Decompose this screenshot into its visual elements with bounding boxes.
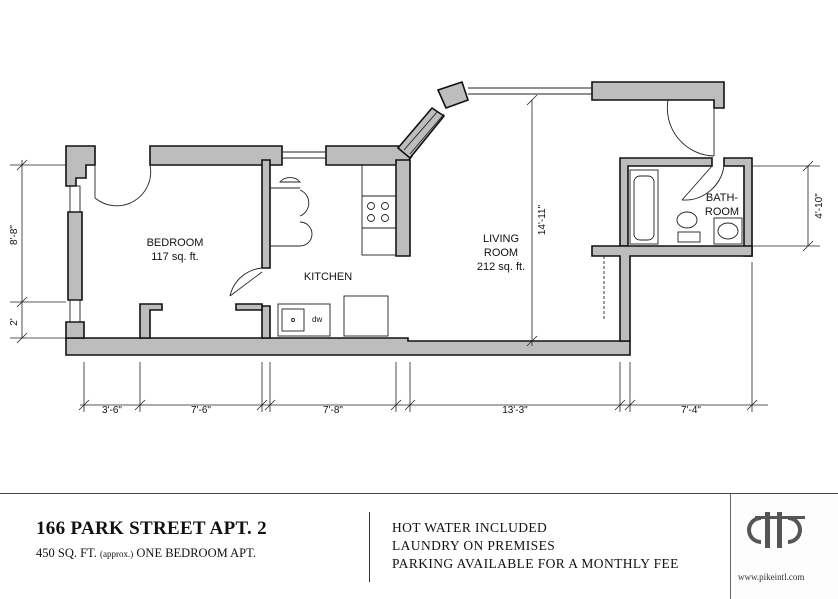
listing-type: ONE BEDROOM APT.	[136, 546, 256, 560]
wall-left-mid	[67, 211, 83, 301]
window-angled-1	[403, 110, 439, 151]
dim-living-slash-2	[526, 335, 538, 347]
sink-drain	[291, 318, 295, 322]
living-area: 212 sq. ft.	[477, 261, 525, 273]
door-entry-swing	[666, 99, 715, 157]
toilet-icon	[676, 211, 698, 229]
wall-bottom	[65, 337, 631, 356]
living-label-1: LIVING	[483, 233, 519, 245]
living-label-2: ROOM	[484, 247, 518, 259]
stool-1	[279, 177, 301, 183]
fridge	[343, 295, 389, 337]
dim-living-depth: 14'-11"	[537, 204, 548, 235]
listing-approx: (approx.)	[100, 549, 134, 559]
wall-partition-low	[261, 305, 271, 339]
wall-left-lower	[65, 321, 85, 339]
wall-bedroom-kitchen	[261, 159, 271, 269]
dim-bath-depth: 4'-10"	[814, 193, 825, 219]
dim-bath-slash-2	[802, 240, 814, 252]
dim-bottom-2: 7'-6"	[191, 405, 211, 416]
dim-slash-1	[78, 399, 90, 411]
dim-slash-5	[390, 399, 402, 411]
dimensions: 8'-8" 2' 14'-11" 4'-10" 3'-6"	[9, 94, 825, 416]
toilet-tank	[677, 231, 701, 243]
dim-bath-slash-1	[802, 160, 814, 172]
bath-fixtures	[629, 169, 743, 245]
doors	[94, 99, 725, 320]
wall-angled	[396, 106, 446, 160]
dim-bedroom-depth: 8'-8"	[9, 225, 20, 245]
bedroom-area: 117 sq. ft.	[151, 251, 199, 263]
bedroom-label: BEDROOM	[147, 237, 204, 249]
dim-bottom-5: 7'-4"	[681, 405, 701, 416]
door-bath-swing	[681, 165, 725, 201]
dim-bottom-4: 13'-3"	[502, 405, 528, 416]
dim-slash-6	[404, 399, 416, 411]
dim-left-slash-2	[16, 296, 28, 308]
room-labels: BEDROOM 117 sq. ft. KITCHEN LIVING ROOM …	[147, 192, 740, 283]
door-bath-leaf	[681, 165, 713, 201]
dim-slash-8	[624, 399, 636, 411]
door-kitchen-leaf	[229, 271, 263, 297]
sink-counter	[277, 303, 331, 337]
wall-left-upper	[65, 145, 96, 187]
wall-kitchen-divider	[395, 159, 411, 257]
wall-stub-left	[139, 303, 163, 339]
door-kitchen-swing	[229, 267, 263, 297]
window-left	[69, 185, 81, 213]
sink-bath	[713, 217, 743, 245]
wall-bay-corner	[436, 80, 470, 110]
dim-left-slash-1	[16, 159, 28, 171]
bathtub-icon	[629, 169, 659, 245]
wall-stub-right	[235, 303, 263, 311]
dim-slash-3	[256, 399, 268, 411]
counter-top	[361, 164, 397, 256]
dim-left-slash-3	[16, 332, 28, 344]
company-logo	[747, 512, 805, 548]
sink-icon	[281, 308, 305, 332]
dim-left-bottom: 2'	[9, 318, 20, 326]
dim-living-slash-1	[526, 94, 538, 106]
window-left-lower	[69, 299, 81, 323]
stove-icon	[367, 202, 389, 222]
stool-2	[299, 221, 313, 247]
kitchen-fixtures: dw	[270, 164, 397, 337]
floor-plan: dw BEDROOM 117 sq. ft. KITCHEN LIVING RO…	[9, 80, 825, 416]
walls	[65, 80, 753, 356]
listing-size: 450 SQ. FT.	[36, 546, 97, 560]
bath-label-1: BATH-	[706, 192, 739, 204]
wall-living-top	[591, 81, 725, 109]
dim-slash-7	[614, 399, 626, 411]
windows	[69, 87, 592, 323]
listing-title: 166 PARK STREET APT. 2	[36, 518, 267, 539]
dim-slash-2	[134, 399, 146, 411]
table-arc	[299, 189, 310, 217]
wall-bedroom-top	[149, 145, 283, 166]
feature-item: HOT WATER INCLUDED	[392, 520, 548, 535]
info-footer: 166 PARK STREET APT. 2 450 SQ. FT. (appr…	[0, 493, 838, 599]
listing-subtitle: 450 SQ. FT. (approx.) ONE BEDROOM APT.	[36, 546, 256, 561]
dim-slash-4	[264, 399, 276, 411]
sink-bath-bowl	[717, 222, 739, 240]
logo-panel: www.pikeintl.com	[730, 494, 838, 599]
company-website: www.pikeintl.com	[738, 572, 805, 582]
bathtub-inner	[633, 175, 655, 241]
kitchen-label: KITCHEN	[304, 271, 352, 283]
footer-divider	[369, 512, 370, 582]
feature-item: LAUNDRY ON PREMISES	[392, 538, 556, 553]
dishwasher-label: dw	[312, 315, 322, 324]
wall-bath-bottom	[591, 245, 753, 342]
bath-label-2: ROOM	[705, 206, 739, 218]
window-angled-2	[409, 113, 445, 155]
dim-bottom-3: 7'-8"	[323, 405, 343, 416]
dim-bottom-1: 3'-6"	[102, 405, 122, 416]
dim-slash-9	[746, 399, 758, 411]
door-bedroom-swing	[94, 164, 152, 207]
feature-item: PARKING AVAILABLE FOR A MONTHLY FEE	[392, 556, 679, 571]
